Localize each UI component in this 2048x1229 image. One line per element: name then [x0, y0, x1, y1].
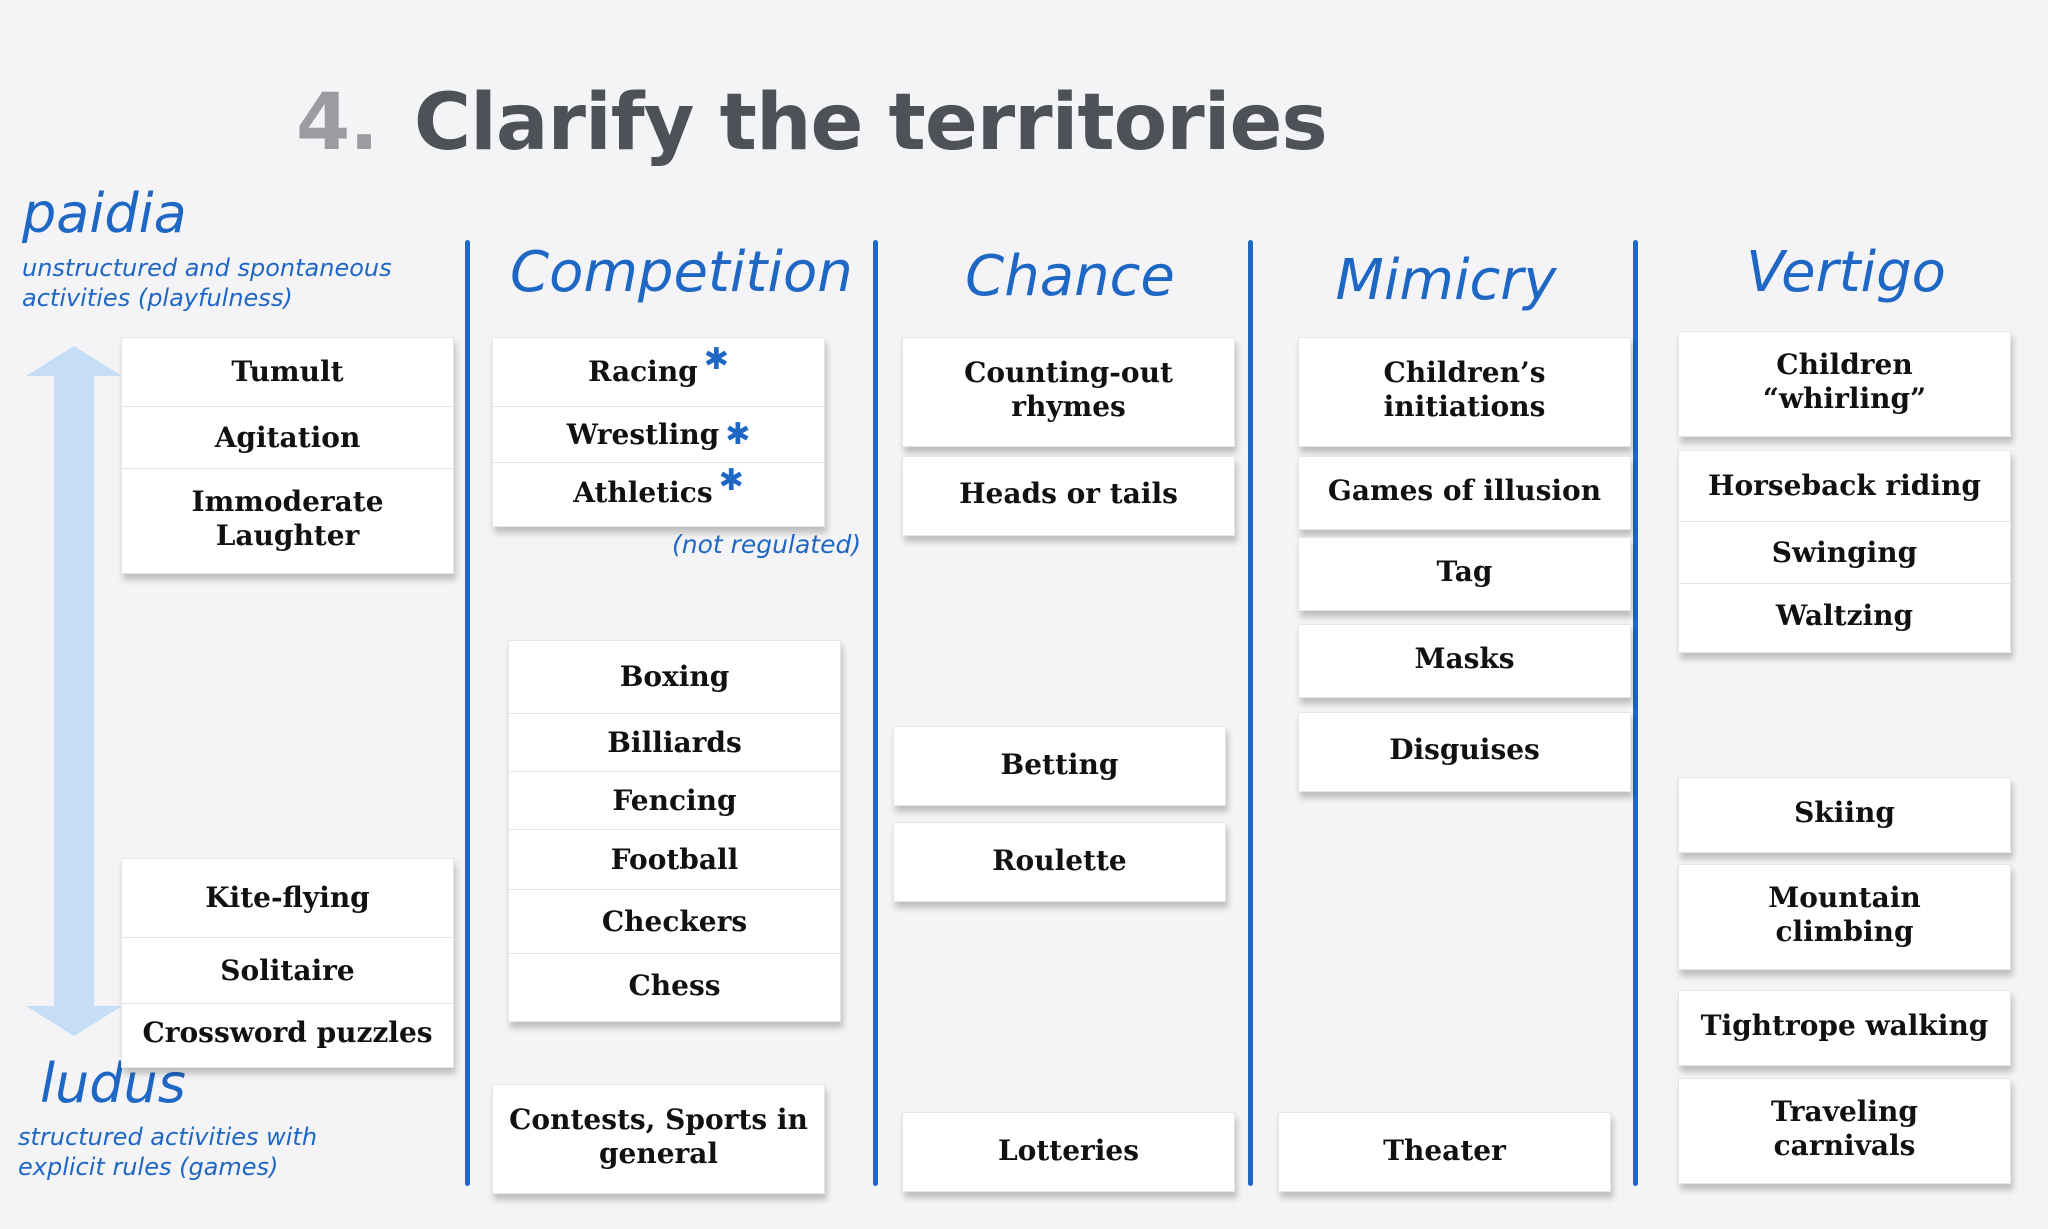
column-title-competition: Competition — [510, 240, 853, 305]
ludus-description: structured activities with explicit rule… — [18, 1122, 317, 1182]
card-item: Football — [509, 829, 840, 890]
card-item: Mountain climbing — [1768, 881, 1921, 948]
column-divider — [873, 240, 878, 1186]
card-chance-counting: Counting-out rhymes — [902, 337, 1235, 447]
card-item: Betting — [1000, 748, 1119, 781]
card-chance-roulette: Roulette — [893, 822, 1226, 902]
card-competition-bottom: Contests, Sports in general — [492, 1084, 825, 1194]
card-mimicry-masks: Masks — [1298, 624, 1631, 698]
card-item: Tumult — [231, 355, 344, 388]
page-title: 4. Clarify the territories — [296, 78, 1328, 168]
asterisk-icon: ✱ — [703, 342, 729, 377]
card-item: Billiards — [509, 713, 840, 772]
column-divider — [1248, 240, 1253, 1186]
asterisk-icon: ✱ — [725, 417, 751, 452]
column-divider — [1633, 240, 1638, 1186]
card-chance-betting: Betting — [893, 726, 1226, 806]
card-item: Solitaire — [122, 937, 453, 1004]
card-vertigo-carnivals: Traveling carnivals — [1678, 1078, 2011, 1184]
card-item: Athletics✱ — [493, 462, 824, 523]
card-item: Games of illusion — [1327, 474, 1602, 507]
card-paidia-bottom: Kite-flying Solitaire Crossword puzzles — [121, 858, 454, 1068]
card-chance-lotteries: Lotteries — [902, 1112, 1235, 1192]
card-item: Heads or tails — [959, 477, 1178, 510]
card-item: Children’s initiations — [1383, 356, 1546, 423]
column-title-mimicry: Mimicry — [1335, 248, 1557, 313]
ludus-description-line: explicit rules (games) — [18, 1153, 279, 1181]
card-item: Wrestling✱ — [493, 406, 824, 463]
card-mimicry-theater: Theater — [1278, 1112, 1611, 1192]
card-chance-heads: Heads or tails — [902, 456, 1235, 536]
card-item: Kite-flying — [205, 881, 370, 914]
card-item: Lotteries — [997, 1134, 1139, 1167]
card-item: Racing✱ — [588, 342, 729, 389]
card-mimicry-disguises: Disguises — [1298, 712, 1631, 792]
card-item: Theater — [1383, 1134, 1506, 1167]
paidia-description-line: unstructured and spontaneous — [22, 254, 392, 282]
card-item: Chess — [509, 953, 840, 1018]
title-number: 4. — [296, 78, 379, 168]
card-mimicry-illusion: Games of illusion — [1298, 456, 1631, 530]
card-item: Tightrope walking — [1700, 1009, 1989, 1042]
card-item: Traveling carnivals — [1771, 1095, 1918, 1162]
paidia-description-line: activities (playfulness) — [22, 284, 293, 312]
card-paidia-top: Tumult Agitation Immoderate Laughter — [121, 337, 454, 574]
ludus-description-line: structured activities with — [18, 1123, 318, 1151]
card-item: Fencing — [509, 771, 840, 830]
card-competition-top: Racing✱ Wrestling✱ Athletics✱ — [492, 337, 825, 527]
card-item: Boxing — [619, 660, 730, 693]
paidia-description: unstructured and spontaneous activities … — [22, 253, 392, 313]
card-item: Immoderate Laughter — [122, 468, 453, 569]
card-item: Counting-out rhymes — [964, 356, 1173, 423]
card-item: Swinging — [1679, 521, 2010, 584]
card-item: Children “whirling” — [1762, 348, 1927, 415]
asterisk-icon: ✱ — [718, 463, 744, 498]
card-item: Contests, Sports in general — [509, 1103, 808, 1170]
card-competition-mid: Boxing Billiards Fencing Football Checke… — [508, 640, 841, 1022]
card-vertigo-whirling: Children “whirling” — [1678, 331, 2011, 437]
card-item: Skiing — [1794, 796, 1895, 829]
card-item: Horseback riding — [1708, 469, 1981, 502]
card-vertigo-group: Horseback riding Swinging Waltzing — [1678, 450, 2011, 653]
column-title-vertigo: Vertigo — [1746, 240, 1946, 305]
card-vertigo-tightrope: Tightrope walking — [1678, 990, 2011, 1066]
card-mimicry-tag: Tag — [1298, 537, 1631, 611]
card-vertigo-mountain: Mountain climbing — [1678, 864, 2011, 970]
card-mimicry-initiations: Children’s initiations — [1298, 337, 1631, 447]
not-regulated-note: (not regulated) — [672, 530, 862, 559]
card-item: Disguises — [1389, 733, 1540, 766]
column-title-chance: Chance — [965, 244, 1175, 309]
paidia-label: paidia — [22, 182, 187, 245]
double-headed-arrow-icon — [26, 346, 122, 1036]
card-item: Crossword puzzles — [122, 1003, 453, 1062]
card-item: Checkers — [509, 889, 840, 954]
card-vertigo-skiing: Skiing — [1678, 777, 2011, 853]
card-item: Waltzing — [1679, 583, 2010, 648]
card-item: Tag — [1436, 555, 1493, 588]
card-item: Roulette — [992, 844, 1127, 877]
column-divider — [465, 240, 470, 1186]
card-item: Agitation — [122, 406, 453, 469]
title-text: Clarify the territories — [413, 78, 1328, 168]
card-item: Masks — [1414, 642, 1515, 675]
